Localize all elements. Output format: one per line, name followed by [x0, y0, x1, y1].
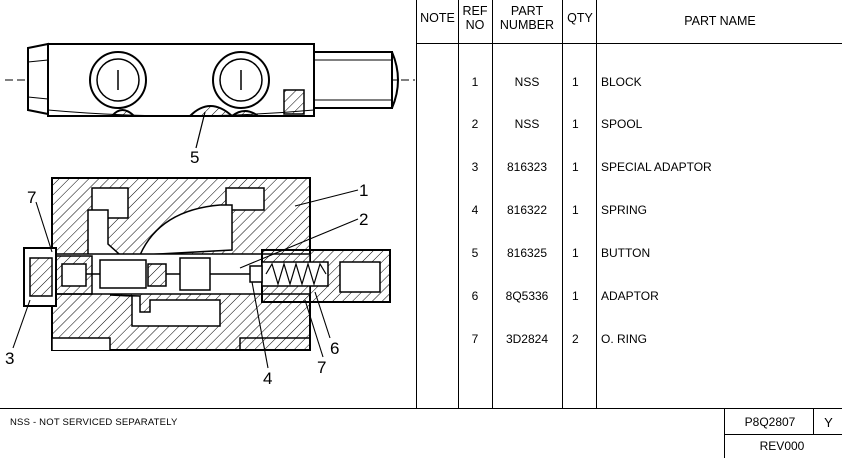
table-row-ref: 6: [471, 289, 479, 304]
table-row-ref: 2: [471, 117, 479, 132]
callout-7-left: 7: [27, 188, 36, 207]
table-row-part-number: 816323: [506, 160, 548, 175]
table-row-part-name: BUTTON: [601, 246, 651, 261]
table-row-part-number: 8Q5336: [505, 289, 549, 304]
table-row-part-number: NSS: [514, 117, 540, 132]
table-divider-part: [562, 0, 563, 408]
table-row-part-number: 816325: [506, 246, 548, 261]
header-part-number: PART NUMBER: [492, 4, 562, 32]
table-row-part-name: SPOOL: [601, 117, 643, 132]
qty-column: 1 1 1 1 1 1 2: [572, 46, 594, 361]
revision-label: REV000: [759, 439, 805, 453]
table-row-ref: 4: [471, 203, 479, 218]
footnote-nss: NSS - NOT SERVICED SEPARATELY: [10, 417, 178, 428]
callout-2: 2: [359, 210, 368, 229]
part-suffix: Y: [824, 414, 833, 430]
header-part-line2: NUMBER: [499, 18, 555, 32]
callout-4: 4: [263, 369, 272, 388]
part-number-column: NSS NSS 816323 816322 816325 8Q5336 3D28…: [492, 46, 562, 361]
table-row-ref: 1: [471, 74, 479, 89]
table-divider-ref: [492, 0, 493, 408]
footer-rule: [0, 408, 842, 409]
footer-box-left: [724, 408, 725, 458]
table-row-qty: 1: [572, 203, 579, 218]
callout-1: 1: [359, 181, 368, 200]
table-row-part-number: 3D2824: [505, 331, 549, 346]
callout-3: 3: [5, 349, 14, 368]
part-name-column: BLOCK SPOOL SPECIAL ADAPTOR SPRING BUTTO…: [601, 46, 837, 361]
table-row-part-name: BLOCK: [601, 74, 642, 89]
table-row-part-name: SPECIAL ADAPTOR: [601, 160, 712, 175]
table-divider-qty: [596, 0, 597, 408]
ref-column: 1 2 3 4 5 6 7: [458, 46, 492, 361]
table-row-part-name: O. RING: [601, 331, 648, 346]
table-row-part-number: 816322: [506, 203, 548, 218]
table-row-ref: 7: [471, 331, 479, 346]
table-border-left: [416, 0, 417, 408]
table-row-ref: 5: [471, 246, 479, 261]
header-ref-line2: NO: [465, 18, 485, 32]
part-code: P8Q2807: [744, 415, 796, 429]
header-qty: QTY: [567, 11, 593, 25]
header-part-name: PART NAME: [684, 14, 756, 28]
footer-box-rule: [724, 434, 842, 435]
table-divider-note: [458, 0, 459, 408]
callout-7-right: 7: [317, 358, 326, 377]
section-view: [23, 177, 391, 351]
table-row-qty: 1: [572, 74, 579, 89]
table-row-qty: 1: [572, 289, 579, 304]
table-row-qty: 2: [572, 331, 579, 346]
valve-assembly-drawing: 5: [0, 0, 416, 408]
table-row-qty: 1: [572, 160, 579, 175]
table-row-qty: 1: [572, 246, 579, 261]
header-ref-line1: REF: [462, 4, 488, 18]
header-part-line1: PART: [510, 4, 544, 18]
table-row-part-name: SPRING: [601, 203, 648, 218]
header-rule: [416, 43, 842, 44]
callout-6: 6: [330, 339, 339, 358]
table-row-ref: 3: [471, 160, 479, 175]
table-row-part-number: NSS: [514, 74, 540, 89]
top-view: [5, 42, 415, 117]
footer-box-divider: [813, 408, 814, 435]
header-ref: REF NO: [458, 4, 492, 32]
table-row-qty: 1: [572, 117, 579, 132]
callout-5: 5: [190, 148, 199, 167]
header-note: NOTE: [420, 11, 455, 25]
table-row-part-name: ADAPTOR: [601, 289, 659, 304]
